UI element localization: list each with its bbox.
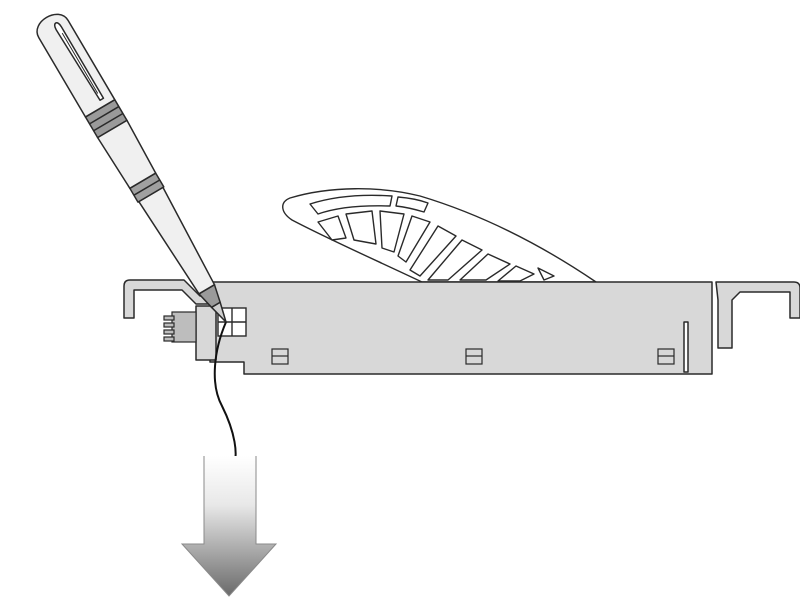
latch-windows <box>271 348 675 365</box>
down-arrow-icon <box>180 456 278 597</box>
latch-lever <box>282 188 597 283</box>
connector <box>163 311 197 343</box>
pen-icon <box>36 13 227 323</box>
